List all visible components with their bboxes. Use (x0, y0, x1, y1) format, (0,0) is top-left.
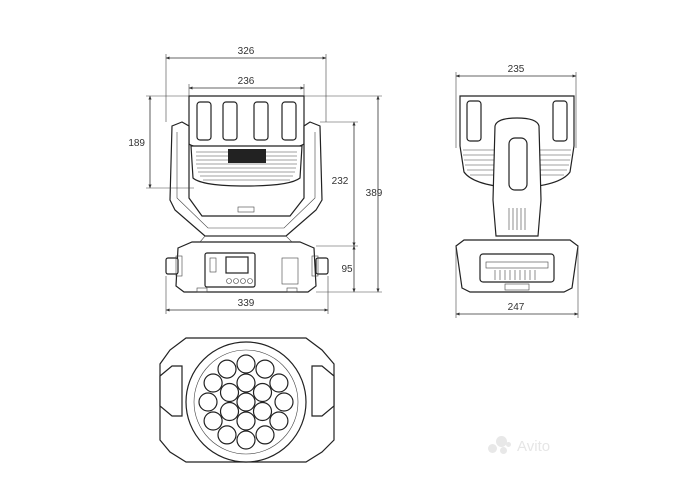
front-head (188, 95, 305, 187)
avito-watermark: Avito (488, 436, 550, 456)
dim-total-height: 389 (366, 188, 383, 199)
side-base (455, 239, 579, 293)
lens-view (159, 337, 335, 463)
dim-side-width: 235 (508, 64, 525, 75)
led-lens (269, 411, 289, 431)
led-lens (252, 382, 273, 403)
led-lens (236, 373, 256, 393)
dim-front-yoke-height: 232 (332, 176, 349, 187)
led-lens (203, 373, 223, 393)
dim-front-head-height: 189 (128, 138, 145, 149)
led-lens-cluster (198, 354, 294, 450)
led-lens (236, 354, 256, 374)
led-lens (198, 392, 218, 412)
dim-base-width: 339 (238, 298, 255, 309)
led-lens (236, 392, 256, 412)
side-view (455, 95, 579, 293)
watermark-text: Avito (517, 437, 551, 455)
led-lens (255, 359, 275, 379)
dim-side-base-width: 247 (508, 302, 525, 313)
led-lens (236, 430, 256, 450)
led-lens (217, 359, 237, 379)
front-base (165, 235, 329, 293)
led-lens (203, 411, 223, 431)
led-lens (219, 382, 240, 403)
avito-logo-icon (488, 436, 512, 456)
dimension-lines: 326 236 189 232 389 95 339 235 (128, 46, 579, 318)
dim-front-outer-width: 326 (238, 46, 255, 57)
front-view (165, 95, 329, 293)
front-yoke (169, 121, 323, 237)
led-lens (255, 425, 275, 445)
led-lens (217, 425, 237, 445)
led-lens (274, 392, 294, 412)
side-arm (492, 117, 542, 237)
dim-base-height: 95 (341, 264, 353, 275)
led-lens (236, 411, 256, 431)
led-lens (219, 401, 240, 422)
dim-front-inner-width: 236 (238, 76, 255, 87)
led-lens (269, 373, 289, 393)
led-lens (252, 401, 273, 422)
